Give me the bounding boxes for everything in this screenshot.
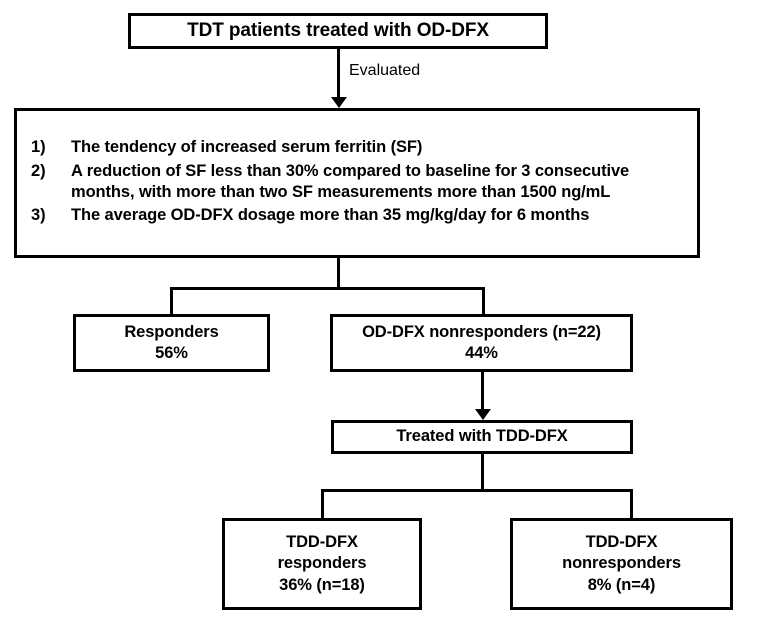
criteria-item: 2) A reduction of SF less than 30% compa… [31, 161, 689, 204]
connector-treated-stem [481, 454, 484, 492]
node-tdt-patients[interactable]: TDT patients treated with OD-DFX [128, 13, 548, 49]
node-tdd-dfx-nonresponders[interactable]: TDD-DFX nonresponders 8% (n=4) [510, 518, 733, 610]
node-tdd-dfx-nonresponders-line2: nonresponders [562, 554, 681, 573]
edge-label-evaluated: Evaluated [349, 62, 421, 79]
arrowhead-od-nonresponders-to-treated [474, 409, 491, 420]
connector-criteria-stem [337, 258, 340, 290]
criteria-item-text: A reduction of SF less than 30% compared… [71, 161, 630, 201]
criteria-list: 1) The tendency of increased serum ferri… [31, 137, 689, 229]
node-treated-with-tdd-dfx-label: Treated with TDD-DFX [396, 427, 568, 446]
node-tdd-dfx-nonresponders-line1: TDD-DFX [585, 532, 658, 551]
connector-top-to-criteria [337, 48, 340, 100]
criteria-item-number: 1) [31, 138, 46, 157]
connector-od-nonresponders-to-treated [481, 372, 484, 412]
node-tdd-dfx-responders-line2: responders [277, 554, 367, 573]
criteria-item: 1) The tendency of increased serum ferri… [31, 137, 689, 158]
node-treated-with-tdd-dfx[interactable]: Treated with TDD-DFX [331, 420, 633, 454]
node-tdt-patients-label: TDT patients treated with OD-DFX [187, 19, 489, 41]
connector-treated-to-tdd-nonresponders [630, 489, 633, 520]
node-responders[interactable]: Responders 56% [73, 314, 270, 372]
criteria-item-number: 3) [31, 206, 46, 225]
node-tdd-dfx-responders[interactable]: TDD-DFX responders 36% (n=18) [222, 518, 422, 610]
node-tdd-dfx-nonresponders-stats: 8% (n=4) [587, 575, 656, 594]
criteria-item: 3) The average OD-DFX dosage more than 3… [31, 205, 689, 226]
connector-treated-split-bar [321, 489, 633, 492]
criteria-item-text: The tendency of increased serum ferritin… [71, 138, 423, 157]
connector-criteria-to-od-nonresponders [482, 287, 485, 316]
node-tdd-dfx-responders-line1: TDD-DFX [286, 532, 358, 551]
node-responders-percent: 56% [155, 344, 188, 362]
node-responders-label: Responders [124, 322, 219, 341]
connector-treated-to-tdd-responders [321, 489, 324, 520]
connector-criteria-split-bar [170, 287, 485, 290]
node-od-dfx-nonresponders[interactable]: OD-DFX nonresponders (n=22) 44% [330, 314, 633, 372]
arrowhead-top-to-criteria [330, 97, 347, 108]
node-nonresponse-criteria[interactable]: 1) The tendency of increased serum ferri… [14, 108, 700, 258]
node-od-dfx-nonresponders-percent: 44% [465, 344, 498, 362]
node-od-dfx-nonresponders-label: OD-DFX nonresponders (n=22) [362, 322, 601, 341]
criteria-item-text: The average OD-DFX dosage more than 35 m… [71, 206, 590, 225]
criteria-item-number: 2) [31, 161, 46, 180]
node-tdd-dfx-responders-stats: 36% (n=18) [279, 575, 365, 594]
connector-criteria-to-responders [170, 287, 173, 316]
